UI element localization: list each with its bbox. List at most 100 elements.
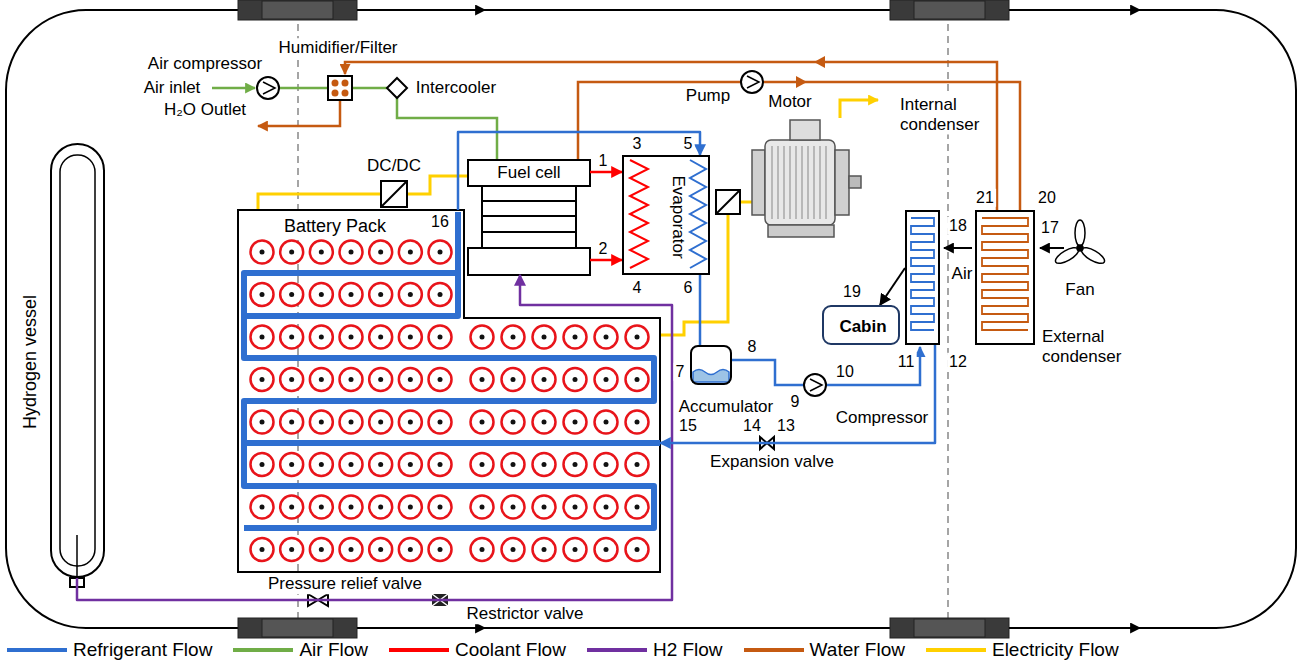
- battery-cells: [502, 326, 525, 349]
- legend-swatch: [232, 645, 294, 655]
- battery-cells: [378, 462, 383, 467]
- wheel: [914, 619, 985, 637]
- battery-cells: [604, 505, 609, 510]
- battery-cells: [502, 411, 525, 434]
- battery-cells: [340, 538, 363, 561]
- part-label: Intercooler: [414, 78, 498, 98]
- electricity-line: [258, 194, 381, 210]
- battery-cells: [542, 335, 547, 340]
- callout-number: 7: [674, 363, 687, 381]
- battery-cells: [251, 283, 274, 306]
- battery-cells: [349, 547, 354, 552]
- battery-cells: [399, 241, 422, 264]
- refrigerant-line: [732, 347, 920, 385]
- water-flow-arrow: [796, 56, 825, 88]
- part-label: Motor: [766, 92, 813, 112]
- battery-cells: [310, 241, 333, 264]
- intercooler-symbol: [387, 78, 407, 98]
- car-body: [947, 0, 949, 628]
- flow-connector: [590, 259, 622, 262]
- motor-symbol: [752, 150, 765, 215]
- motor-symbol: [790, 120, 820, 140]
- flow-connector: [77, 275, 672, 600]
- callout-number: 13: [775, 417, 797, 435]
- battery-cells: [349, 292, 354, 297]
- battery-cells: [280, 283, 303, 306]
- battery-pack-outline: [238, 210, 660, 572]
- battery-cells: [573, 505, 578, 510]
- cabin: Cabin: [822, 305, 900, 345]
- callout-number: 11: [896, 353, 917, 371]
- battery-cells: [340, 453, 363, 476]
- battery-cells: [564, 326, 587, 349]
- callout-number: 5: [682, 135, 695, 153]
- battery-cells: [429, 283, 452, 306]
- battery-cells: [289, 462, 294, 467]
- electricity-line: [740, 201, 752, 204]
- air-flow-line: [397, 98, 497, 160]
- fuel-cell-stack: [482, 186, 576, 248]
- battery-cells: [349, 335, 354, 340]
- node-text: Hydrogen vessel: [20, 293, 41, 431]
- battery-cooling-channel: [244, 273, 458, 316]
- battery-cells: [310, 411, 333, 434]
- refrigerant-compressor-symbol: [810, 379, 822, 391]
- evaporator: Evaporator: [622, 155, 710, 275]
- battery-cells: [595, 496, 618, 519]
- battery-cells: [289, 420, 294, 425]
- wheel: [262, 1, 333, 19]
- battery-cells: [438, 292, 443, 297]
- legend-text: Air Flow: [299, 639, 368, 661]
- hydrogen-vessel-drawing: [76, 535, 78, 578]
- callout-number: 9: [789, 393, 802, 411]
- callout-number: 17: [1039, 219, 1061, 237]
- battery-cells: [369, 538, 392, 561]
- accumulator-liquid: [693, 370, 729, 383]
- motor-symbol: [826, 146, 827, 219]
- battery-cells: [399, 283, 422, 306]
- air-arrow: [1040, 247, 1064, 249]
- air-compressor-symbol: [257, 77, 279, 99]
- battery-cells: [399, 496, 422, 519]
- battery-cells: [635, 420, 640, 425]
- battery-cooling-channel: [244, 212, 660, 528]
- air-compressor-symbol: [257, 77, 279, 99]
- battery-cells: [533, 326, 556, 349]
- battery-cells: [349, 250, 354, 255]
- flow-connector: [880, 268, 905, 305]
- battery-cells: [310, 538, 333, 561]
- wheel: [238, 0, 357, 20]
- battery-cells: [349, 462, 354, 467]
- battery-cells: [429, 496, 452, 519]
- battery-cells: [564, 453, 587, 476]
- battery-cells: [280, 241, 303, 264]
- legend-swatch: [925, 645, 987, 655]
- battery-cells: [604, 462, 609, 467]
- internal-condenser: Internal condenser: [905, 210, 940, 345]
- part-label: Pressure relief valve: [266, 574, 424, 594]
- battery-cells: [369, 453, 392, 476]
- condenser-coil: [911, 218, 934, 330]
- humidifier-symbol: [342, 90, 349, 97]
- node-text: External condenser: [1040, 327, 1136, 366]
- battery-cells: [340, 241, 363, 264]
- battery-cells: [408, 250, 413, 255]
- water-flow-arrow: [814, 56, 825, 68]
- air-flow-line: [212, 88, 497, 160]
- fuel-cell-stack: [468, 160, 590, 186]
- battery-cells: [471, 496, 494, 519]
- battery-cells: [429, 241, 452, 264]
- battery-cooling-channel: [244, 443, 654, 528]
- air-arrow: [944, 247, 1064, 249]
- battery-cells: [533, 411, 556, 434]
- water-flow-line: [258, 62, 1020, 210]
- battery-cells: [408, 462, 413, 467]
- battery-cells: [349, 505, 354, 510]
- battery-cells: [408, 377, 413, 382]
- battery-cells: [289, 250, 294, 255]
- motor-symbol: [772, 146, 773, 219]
- battery-cells: [251, 241, 274, 264]
- battery-cells: [626, 538, 649, 561]
- dc-dc-converter-symbol: [381, 181, 407, 207]
- air-flow-line: [279, 87, 328, 90]
